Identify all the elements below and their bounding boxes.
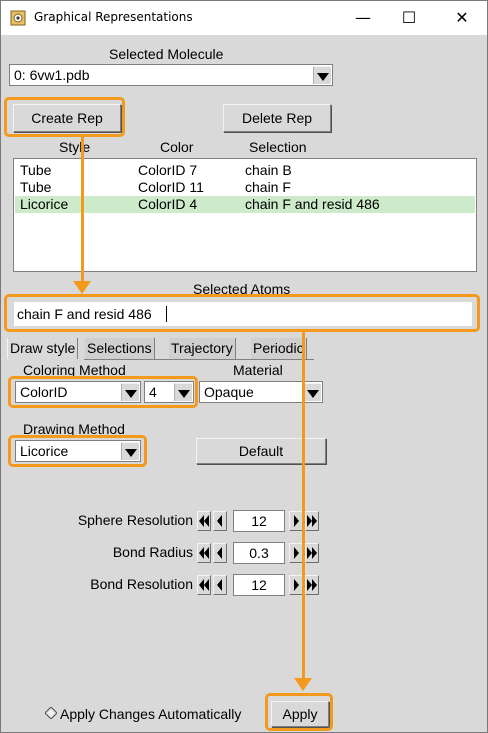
selected-atoms-label: Selected Atoms bbox=[193, 281, 291, 297]
left-icon[interactable] bbox=[213, 575, 227, 595]
default-button[interactable]: Default bbox=[196, 438, 326, 464]
minimize-icon[interactable]: — bbox=[355, 8, 371, 27]
bond-resolution-field[interactable]: 12 bbox=[233, 574, 285, 596]
dropdown-arrow-icon[interactable] bbox=[174, 383, 192, 401]
molecule-select[interactable]: 0: 6vw1.pdb bbox=[9, 64, 333, 86]
sphere-resolution-field[interactable]: 12 bbox=[233, 510, 285, 532]
column-header-selection: Selection bbox=[249, 139, 307, 155]
rep-color: ColorID 7 bbox=[138, 162, 198, 178]
bond-radius-field[interactable]: 0.3 bbox=[233, 542, 285, 564]
left-icon[interactable] bbox=[213, 543, 227, 563]
apply-changes-automatically-label[interactable]: Apply Changes Automatically bbox=[60, 706, 242, 722]
rep-selection: chain F and resid 486 bbox=[245, 196, 380, 212]
column-header-color: Color bbox=[160, 139, 194, 155]
maximize-icon[interactable]: ☐ bbox=[401, 8, 417, 27]
bond-resolution-label: Bond Resolution bbox=[90, 576, 193, 592]
molecule-select-value: 0: 6vw1.pdb bbox=[14, 67, 90, 83]
double-right-icon[interactable] bbox=[305, 511, 319, 531]
selected-atoms-input[interactable]: chain F and resid 486 bbox=[14, 302, 472, 326]
sphere-resolution-stepper: 12 bbox=[197, 510, 323, 532]
tab-periodic[interactable]: Periodic bbox=[251, 338, 307, 359]
right-icon[interactable] bbox=[289, 575, 303, 595]
bond-radius-stepper: 0.3 bbox=[197, 542, 323, 564]
double-left-icon[interactable] bbox=[197, 575, 211, 595]
window-title: Graphical Representations bbox=[34, 10, 193, 24]
bond-radius-label: Bond Radius bbox=[112, 544, 193, 560]
right-icon[interactable] bbox=[289, 511, 303, 531]
double-left-icon[interactable] bbox=[197, 543, 211, 563]
create-rep-button[interactable]: Create Rep bbox=[13, 104, 121, 132]
rep-color: ColorID 11 bbox=[138, 179, 204, 195]
rep-color: ColorID 4 bbox=[138, 196, 198, 212]
selected-molecule-label: Selected Molecule bbox=[109, 46, 224, 62]
drawing-method-value: Licorice bbox=[20, 443, 69, 459]
rep-row[interactable]: Tube ColorID 11 chain F bbox=[15, 179, 475, 196]
column-header-style: Style bbox=[59, 139, 91, 155]
double-right-icon[interactable] bbox=[305, 543, 319, 563]
dropdown-arrow-icon[interactable] bbox=[303, 383, 321, 401]
app-icon bbox=[10, 10, 26, 26]
title-bar: Graphical Representations — ☐ ✕ bbox=[1, 1, 487, 35]
rep-style: Tube bbox=[20, 179, 52, 195]
apply-button[interactable]: Apply bbox=[271, 701, 329, 727]
rep-row[interactable]: Tube ColorID 7 chain B bbox=[15, 162, 475, 179]
rep-selection: chain F bbox=[245, 179, 291, 195]
close-icon[interactable]: ✕ bbox=[455, 8, 469, 27]
delete-rep-button[interactable]: Delete Rep bbox=[223, 104, 331, 132]
dropdown-arrow-icon[interactable] bbox=[313, 66, 331, 84]
tab-trajectory[interactable]: Trajectory bbox=[169, 338, 236, 359]
coloring-method-label: Coloring Method bbox=[23, 362, 126, 378]
dropdown-arrow-icon[interactable] bbox=[121, 383, 139, 401]
arrow-down-icon bbox=[73, 281, 91, 294]
tab-selections[interactable]: Selections bbox=[85, 338, 155, 359]
arrow-down-icon bbox=[294, 678, 312, 691]
reps-list: Tube ColorID 7 chain B Tube ColorID 11 c… bbox=[13, 158, 477, 272]
right-icon[interactable] bbox=[289, 543, 303, 563]
sphere-resolution-label: Sphere Resolution bbox=[77, 512, 193, 528]
color-id-value: 4 bbox=[149, 384, 157, 400]
diamond-checkbox-icon[interactable] bbox=[45, 707, 57, 719]
text-caret bbox=[166, 306, 167, 322]
tab-draw-style[interactable]: Draw style bbox=[7, 338, 79, 359]
rep-row-selected[interactable]: Licorice ColorID 4 chain F and resid 486 bbox=[15, 196, 475, 213]
tab-underline bbox=[84, 359, 314, 360]
double-left-icon[interactable] bbox=[197, 511, 211, 531]
double-right-icon[interactable] bbox=[305, 575, 319, 595]
material-value: Opaque bbox=[204, 384, 254, 400]
coloring-method-select[interactable]: ColorID bbox=[15, 381, 141, 403]
bond-resolution-stepper: 12 bbox=[197, 574, 323, 596]
rep-selection: chain B bbox=[245, 162, 292, 178]
rep-style: Licorice bbox=[20, 196, 69, 212]
selected-atoms-text: chain F and resid 486 bbox=[17, 306, 152, 322]
material-label: Material bbox=[233, 362, 283, 378]
material-select[interactable]: Opaque bbox=[199, 381, 323, 403]
dropdown-arrow-icon[interactable] bbox=[121, 442, 139, 460]
left-icon[interactable] bbox=[213, 511, 227, 531]
color-id-select[interactable]: 4 bbox=[144, 381, 194, 403]
coloring-method-value: ColorID bbox=[20, 384, 68, 400]
drawing-method-select[interactable]: Licorice bbox=[15, 440, 141, 462]
rep-style: Tube bbox=[20, 162, 52, 178]
drawing-method-label: Drawing Method bbox=[23, 421, 125, 437]
